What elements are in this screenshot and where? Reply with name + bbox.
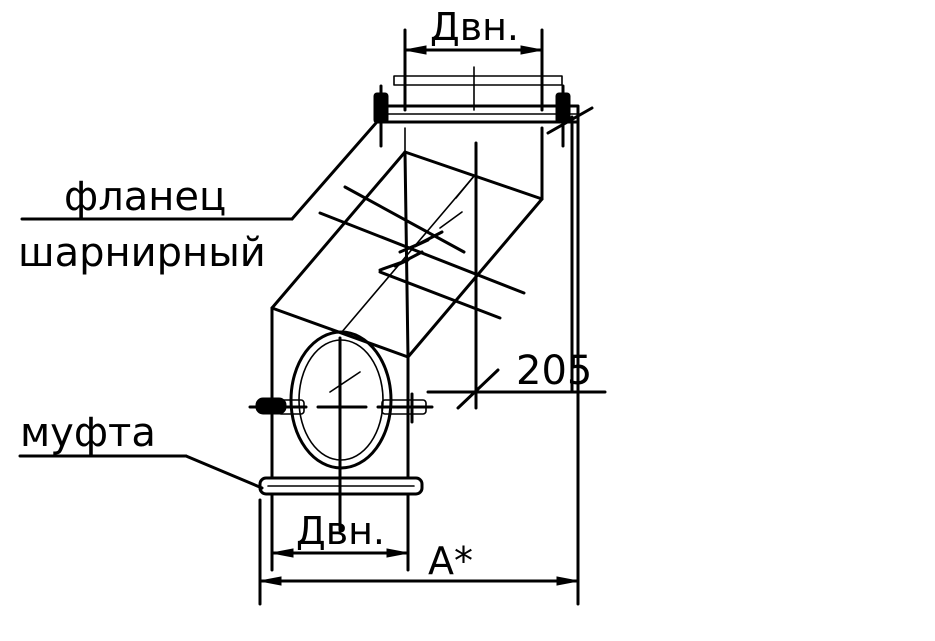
coupling-leader bbox=[18, 454, 264, 490]
top-flange bbox=[373, 75, 580, 148]
dimension-top-diameter bbox=[403, 28, 544, 112]
coupling-label: муфта bbox=[20, 410, 156, 456]
flange-label-line1: фланец bbox=[64, 174, 226, 220]
dimension-total-label: А* bbox=[428, 539, 473, 583]
dimension-top-label: Двн. bbox=[430, 5, 519, 49]
dimension-total-width bbox=[258, 120, 580, 606]
dimension-offset-label: 205 bbox=[516, 348, 592, 394]
dimension-offset bbox=[426, 106, 607, 410]
middle-pipe-segment bbox=[270, 150, 544, 359]
dimension-bottom-diameter bbox=[270, 492, 410, 572]
flange-label-line2: шарнирный bbox=[18, 230, 266, 276]
axis-lines bbox=[316, 66, 478, 532]
dimension-bottom-label: Двн. bbox=[296, 509, 385, 553]
flange-leader bbox=[20, 113, 385, 221]
